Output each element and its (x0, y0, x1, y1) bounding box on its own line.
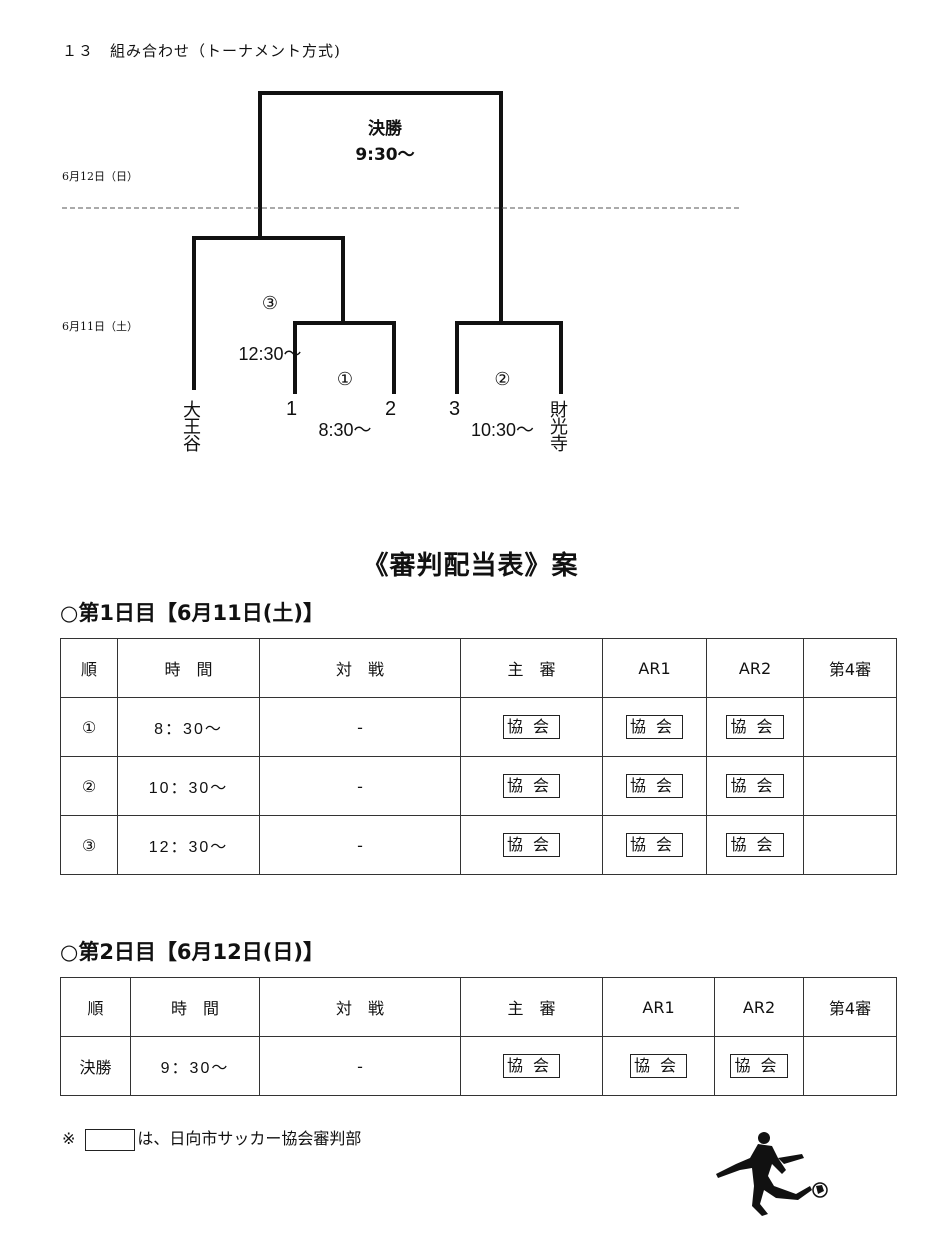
table-row: ③ 12：30～ - 協会 協会 協会 (60, 815, 897, 875)
bracket-match1-line (293, 321, 396, 394)
table-row: ① 8：30～ - 協会 協会 協会 (60, 697, 897, 757)
fourth-cell (803, 815, 897, 875)
assoc-badge: 協会 (502, 833, 560, 857)
referee-cell: 協会 (460, 756, 603, 816)
header-time: 時 間 (117, 638, 260, 698)
order-cell: ② (60, 756, 118, 816)
header-order: 順 (60, 638, 118, 698)
match1-time: 8:30～ (318, 419, 372, 440)
order-cell: 決勝 (60, 1036, 131, 1096)
header-ar2: AR2 (706, 638, 804, 698)
assoc-badge: 協会 (730, 1054, 788, 1078)
ar1-cell: 協会 (602, 815, 707, 875)
note-text: は、日向市サッカー協会審判部 (137, 1129, 362, 1148)
table-header-row: 順 時 間 対 戦 主 審 AR1 AR2 第4審 (60, 977, 897, 1037)
assoc-badge: 協会 (502, 1054, 560, 1078)
table-header-row: 順 時 間 対 戦 主 審 AR1 AR2 第4審 (60, 638, 897, 698)
match-cell: - (259, 815, 461, 875)
assoc-badge: 協会 (726, 774, 784, 798)
section-heading: １３ 組み合わせ（トーナメント方式) (62, 42, 341, 60)
ar1-cell: 協会 (602, 1036, 715, 1096)
header-fourth: 第4審 (803, 977, 897, 1037)
footnote: ※ は、日向市サッカー協会審判部 (62, 1125, 361, 1151)
match-cell: - (259, 697, 461, 757)
ar2-cell: 協会 (706, 756, 804, 816)
assoc-badge: 協会 (625, 774, 683, 798)
match1-number: ① (336, 369, 354, 390)
time-cell: 10：30～ (117, 756, 260, 816)
match3-time: 12:30～ (238, 343, 302, 364)
time-cell: 12：30～ (117, 815, 260, 875)
day2-referee-table: 順 時 間 対 戦 主 審 AR1 AR2 第4審 決勝 9：30～ - 協会 … (60, 977, 897, 1096)
note-empty-box (85, 1128, 136, 1151)
assoc-badge: 協会 (629, 1054, 687, 1078)
bracket-day2-label: 6月12日（日） (62, 170, 138, 183)
table-row: ② 10：30～ - 協会 協会 協会 (60, 756, 897, 816)
match3-label: ③ 12:30～ (220, 266, 320, 392)
match2-number: ② (494, 369, 511, 390)
header-referee: 主 審 (460, 638, 603, 698)
ar2-cell: 協会 (714, 1036, 804, 1096)
header-fourth: 第4審 (803, 638, 897, 698)
assoc-badge: 協会 (502, 715, 560, 739)
team-zaikoji: 財光寺 (547, 400, 568, 451)
referee-cell: 協会 (460, 815, 603, 875)
assoc-badge: 協会 (625, 715, 683, 739)
note-mark: ※ (62, 1129, 76, 1148)
bracket-match2-line (455, 321, 563, 394)
assoc-badge: 協会 (502, 774, 560, 798)
fourth-cell (803, 697, 897, 757)
team-daiodani: 大王谷 (180, 400, 201, 451)
time-cell: 8：30～ (117, 697, 260, 757)
header-order: 順 (60, 977, 131, 1037)
time-cell: 9：30～ (130, 1036, 260, 1096)
referee-cell: 協会 (460, 697, 603, 757)
ar1-cell: 協会 (602, 756, 707, 816)
day2-heading: ○第2日目【6月12日(日)】 (60, 940, 324, 964)
match2-label: ② 10:30～ (460, 342, 545, 468)
header-referee: 主 審 (460, 977, 603, 1037)
assoc-badge: 協会 (726, 715, 784, 739)
slot-2: 2 (385, 398, 397, 420)
fourth-cell (803, 1036, 897, 1096)
header-time: 時 間 (130, 977, 260, 1037)
fourth-cell (803, 756, 897, 816)
match2-time: 10:30～ (470, 419, 535, 440)
slot-3: 3 (449, 398, 461, 420)
final-match-label: 決勝 9:30～ (340, 117, 430, 168)
match3-number: ③ (261, 293, 279, 314)
assoc-badge: 協会 (625, 833, 683, 857)
assoc-badge: 協会 (726, 833, 784, 857)
day1-heading: ○第1日目【6月11日(土)】 (60, 601, 324, 625)
match-cell: - (259, 756, 461, 816)
bracket-day1-label: 6月11日（土） (62, 320, 138, 333)
referee-assignment-title: 《審判配当表》案 (362, 551, 579, 581)
tournament-bracket (62, 91, 740, 394)
ar2-cell: 協会 (706, 697, 804, 757)
bracket-final-line (258, 91, 503, 325)
day1-referee-table: 順 時 間 対 戦 主 審 AR1 AR2 第4審 ① 8：30～ - 協会 協… (60, 638, 897, 875)
final-name: 決勝 (368, 119, 402, 139)
header-ar1: AR1 (602, 977, 715, 1037)
slot-1: 1 (286, 398, 298, 420)
referee-cell: 協会 (460, 1036, 603, 1096)
header-match: 対 戦 (259, 638, 461, 698)
ar2-cell: 協会 (706, 815, 804, 875)
order-cell: ① (60, 697, 118, 757)
soccer-player-kicking-icon (716, 1132, 828, 1216)
header-ar2: AR2 (714, 977, 804, 1037)
match-cell: - (259, 1036, 461, 1096)
final-time: 9:30～ (355, 144, 415, 165)
header-ar1: AR1 (602, 638, 707, 698)
match1-label: ① 8:30～ (305, 342, 385, 468)
header-match: 対 戦 (259, 977, 461, 1037)
bracket-match3-line (192, 236, 345, 390)
order-cell: ③ (60, 815, 118, 875)
ar1-cell: 協会 (602, 697, 707, 757)
table-row: 決勝 9：30～ - 協会 協会 協会 (60, 1036, 897, 1096)
